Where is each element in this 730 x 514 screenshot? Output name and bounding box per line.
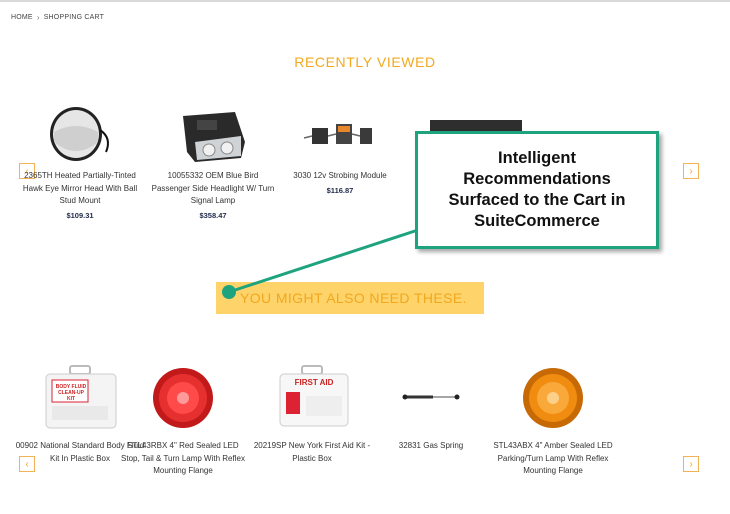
kit-label: BODY FLUID CLEAN-UP KIT xyxy=(55,384,87,402)
product-name[interactable]: STL43ABX 4" Amber Sealed LED Parking/Tur… xyxy=(493,441,613,475)
hidden-product-image xyxy=(430,120,522,132)
breadcrumb-current: SHOPPING CART xyxy=(43,14,105,21)
breadcrumb: HOME › SHOPPING CART xyxy=(11,13,104,22)
product-name[interactable]: 20219SP New York First Aid Kit - Plastic… xyxy=(253,441,371,463)
recently-viewed-title: RECENTLY VIEWED xyxy=(294,54,436,70)
might-need-title: YOU MIGHT ALSO NEED THESE. xyxy=(240,290,467,306)
might-need-product-5[interactable]: STL43ABX 4" Amber Sealed LED Parking/Tur… xyxy=(488,362,618,478)
might-need-next-button[interactable]: › xyxy=(683,456,699,472)
breadcrumb-separator: › xyxy=(36,13,40,22)
product-price: $109.31 xyxy=(66,210,94,220)
round-mirror-icon[interactable] xyxy=(32,102,128,166)
product-price: $116.87 xyxy=(326,185,354,195)
recently-viewed-product-3[interactable]: 3030 12v Strobing Module $116.87 xyxy=(275,102,405,195)
might-need-product-3[interactable]: FIRST AID 20219SP New York First Aid Kit… xyxy=(247,362,377,465)
recently-viewed-product-1[interactable]: 2365TH Heated Partially-Tinted Hawk Eye … xyxy=(15,102,145,220)
red-led-lamp-icon[interactable] xyxy=(135,362,231,436)
product-name[interactable]: 10055332 OEM Blue Bird Passenger Side He… xyxy=(151,171,275,205)
top-divider xyxy=(0,0,730,2)
headlight-icon[interactable] xyxy=(165,102,261,166)
callout-text: Intelligent Recommendations Surfaced to … xyxy=(448,149,626,230)
chevron-left-icon: ‹ xyxy=(25,166,29,177)
recently-viewed-next-button[interactable]: › xyxy=(683,163,699,179)
callout-box: Intelligent Recommendations Surfaced to … xyxy=(415,131,659,249)
chevron-right-icon: › xyxy=(689,166,693,177)
strobe-module-icon[interactable] xyxy=(292,102,388,166)
chevron-left-icon: ‹ xyxy=(25,459,29,470)
chevron-right-icon: › xyxy=(689,459,693,470)
recently-viewed-product-2[interactable]: 10055332 OEM Blue Bird Passenger Side He… xyxy=(148,102,278,220)
might-need-prev-button[interactable]: ‹ xyxy=(19,456,35,472)
product-name[interactable]: 00902 National Standard Body Fluid Kit I… xyxy=(15,441,145,463)
kit-label: FIRST AID xyxy=(294,378,334,387)
product-name[interactable]: 32831 Gas Spring xyxy=(398,441,464,450)
product-name[interactable]: STL43RBX 4" Red Sealed LED Stop, Tail & … xyxy=(121,441,245,475)
might-need-product-4[interactable]: 32831 Gas Spring xyxy=(366,362,496,453)
breadcrumb-home-link[interactable]: HOME xyxy=(11,14,33,21)
might-need-product-2[interactable]: STL43RBX 4" Red Sealed LED Stop, Tail & … xyxy=(118,362,248,478)
amber-led-lamp-icon[interactable] xyxy=(505,362,601,436)
first-aid-kit-icon[interactable]: FIRST AID xyxy=(264,362,360,436)
product-name[interactable]: 2365TH Heated Partially-Tinted Hawk Eye … xyxy=(22,171,138,205)
product-price: $358.47 xyxy=(199,210,227,220)
might-need-product-1[interactable]: BODY FLUID CLEAN-UP KIT 00902 National S… xyxy=(15,362,145,465)
product-name[interactable]: 3030 12v Strobing Module xyxy=(293,171,387,180)
body-fluid-kit-icon[interactable]: BODY FLUID CLEAN-UP KIT xyxy=(32,362,128,436)
recently-viewed-prev-button[interactable]: ‹ xyxy=(19,163,35,179)
gas-spring-icon[interactable] xyxy=(383,362,479,436)
